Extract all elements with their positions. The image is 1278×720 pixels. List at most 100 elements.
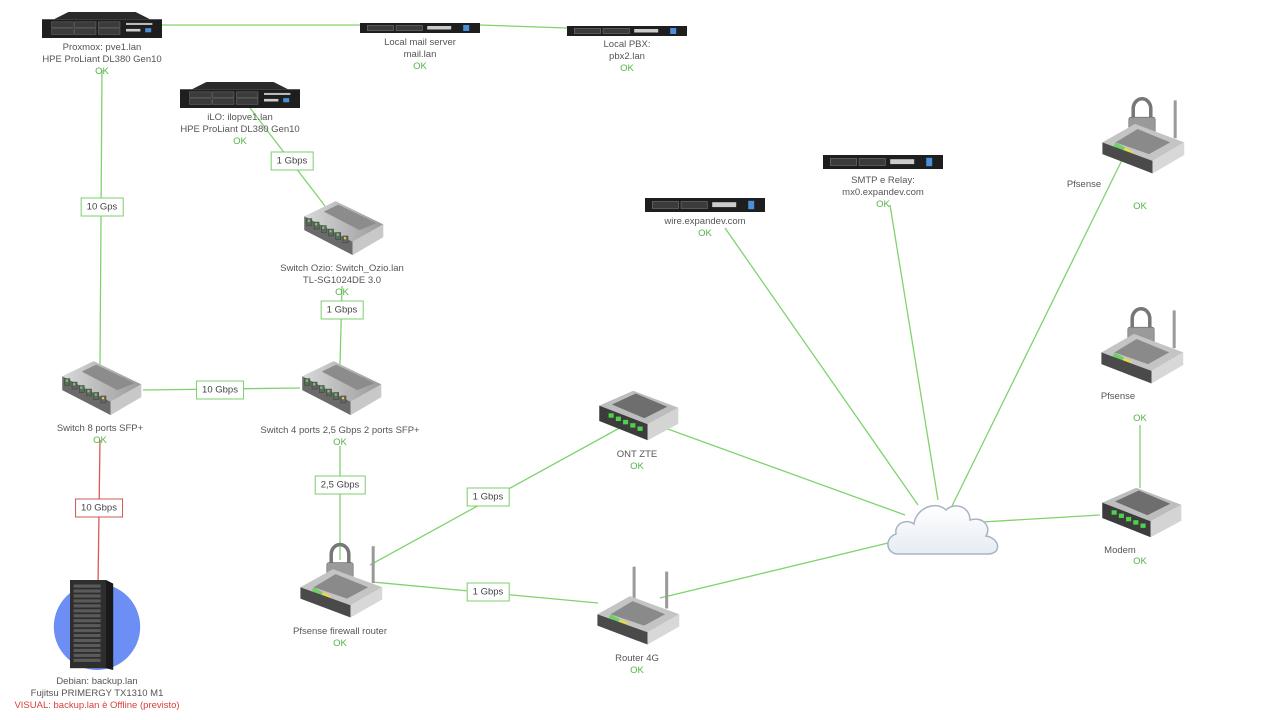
node-label-line: Switch 8 ports SFP+ [56,423,144,434]
status-text: OK [1133,413,1147,424]
node-status: OK [335,287,349,299]
node-status: OK [93,435,107,447]
node-status: OK [333,437,347,449]
rack-server-1u-icon[interactable] [360,20,480,33]
node-status: OK [698,228,712,240]
node-status: OK [233,136,247,148]
switch-icon[interactable] [58,360,143,418]
link-speed-label[interactable]: 1 Gbps [466,582,510,602]
node-label: Pfsense firewall router [293,626,387,638]
modem-icon[interactable] [595,388,680,443]
node-status: OK [630,665,644,677]
link-ont-internet[interactable] [664,427,906,516]
link-speed-label[interactable]: 10 Gps [80,197,124,217]
status-text: OK [1133,201,1147,212]
node-label-line: HPE ProLiant DL380 Gen10 [42,54,162,65]
status-text: OK [1133,556,1147,567]
node-label: SMTP e Relay:mx0.expandev.com [842,175,924,199]
status-text: OK [698,228,712,239]
node-label: Modem [1104,545,1136,557]
wireless-router-icon[interactable] [593,565,681,647]
status-text: OK [630,665,644,676]
rack-server-1u-icon[interactable] [567,23,687,36]
node-label-line: Fujitsu PRIMERGY TX1310 M1 [30,688,164,699]
link-speed-label[interactable]: 1 Gbps [270,151,314,171]
node-status: OK [413,61,427,73]
node-status: OK [95,66,109,78]
link-modem-internet[interactable] [981,514,1101,523]
status-text: OK [333,638,347,649]
link-speed-label[interactable]: 2,5 Gbps [314,475,366,495]
node-label: Pfsense [1067,179,1101,191]
node-label-line: Router 4G [615,653,659,664]
node-label-line: Local PBX: [603,39,651,50]
status-text: OK [93,435,107,446]
node-status: OK [620,63,634,75]
node-label-line: Pfsense firewall router [293,626,387,637]
rack-server-1u-icon[interactable] [823,155,943,169]
status-text: OK [413,61,427,72]
node-status: OK [630,461,644,473]
node-label-line: wire.expandev.com [664,216,746,227]
node-label: Local PBX:pbx2.lan [604,39,651,63]
node-label-line: TL-SG1024DE 3.0 [302,275,382,286]
node-status: OK [1133,201,1147,213]
node-label-line: Switch 4 ports 2,5 Gbps 2 ports SFP+ [260,425,420,436]
link-speed-label[interactable]: 1 Gbps [320,300,364,320]
node-label-line: SMTP e Relay: [851,175,915,186]
link-mail-pbx[interactable] [479,24,568,29]
node-label-line: Proxmox: pve1.lan [62,42,142,53]
status-text: VISUAL: backup.lan è Offline (previsto) [14,700,180,711]
node-label-line: Switch Ozio: Switch_Ozio.lan [280,263,404,274]
link-wire-internet[interactable] [724,227,919,506]
node-status: OK [333,638,347,650]
node-label: Router 4G [615,653,659,665]
rack-server-1u-icon[interactable] [645,198,765,212]
status-text: OK [95,66,109,77]
node-status: VISUAL: backup.lan è Offline (previsto) [14,700,179,712]
modem-icon[interactable] [1098,485,1183,540]
node-label: ONT ZTE [617,449,657,461]
node-label: wire.expandev.com [664,216,745,228]
link-pfsense_a-internet[interactable] [951,159,1123,507]
firewall-router-icon[interactable] [1097,302,1185,386]
status-text: OK [233,136,247,147]
node-status: OK [876,199,890,211]
node-label-line: mail.lan [403,49,437,60]
node-label-line: HPE ProLiant DL380 Gen10 [180,124,300,135]
rack-server-2u-icon[interactable] [180,82,300,108]
node-status: OK [1133,413,1147,425]
link-pve1-sw8[interactable] [99,69,103,366]
link-speed-label[interactable]: 10 Gbps [75,498,123,518]
tower-server-icon[interactable] [52,580,142,670]
link-ozio-sw4[interactable] [339,285,343,366]
switch-icon[interactable] [300,200,385,258]
node-label: Switch 4 ports 2,5 Gbps 2 ports SFP+ [260,425,419,437]
switch-icon[interactable] [298,360,383,418]
node-label-line: Modem [1104,545,1136,556]
node-label: Pfsense [1101,391,1135,403]
link-speed-label[interactable]: 1 Gbps [466,487,510,507]
link-router4g-internet[interactable] [659,542,889,599]
status-text: OK [333,437,347,448]
node-status: OK [1133,556,1147,568]
rack-server-2u-icon[interactable] [42,12,162,38]
node-label: Switch 8 ports SFP+ [57,423,143,435]
status-text: OK [335,287,349,298]
node-label-line: Debian: backup.lan [56,676,138,687]
node-label-line: Pfsense [1066,179,1102,190]
status-text: OK [876,199,890,210]
node-label-line: Local mail server [384,37,456,48]
cloud-icon[interactable] [884,496,1002,558]
status-text: OK [630,461,644,472]
firewall-router-icon[interactable] [296,538,384,620]
link-speed-label[interactable]: 10 Gbps [196,380,244,400]
node-label-line: pbx2.lan [609,51,645,62]
firewall-router-icon[interactable] [1098,92,1186,176]
node-label-line: mx0.expandev.com [842,187,924,198]
link-smtp-internet[interactable] [889,204,939,501]
